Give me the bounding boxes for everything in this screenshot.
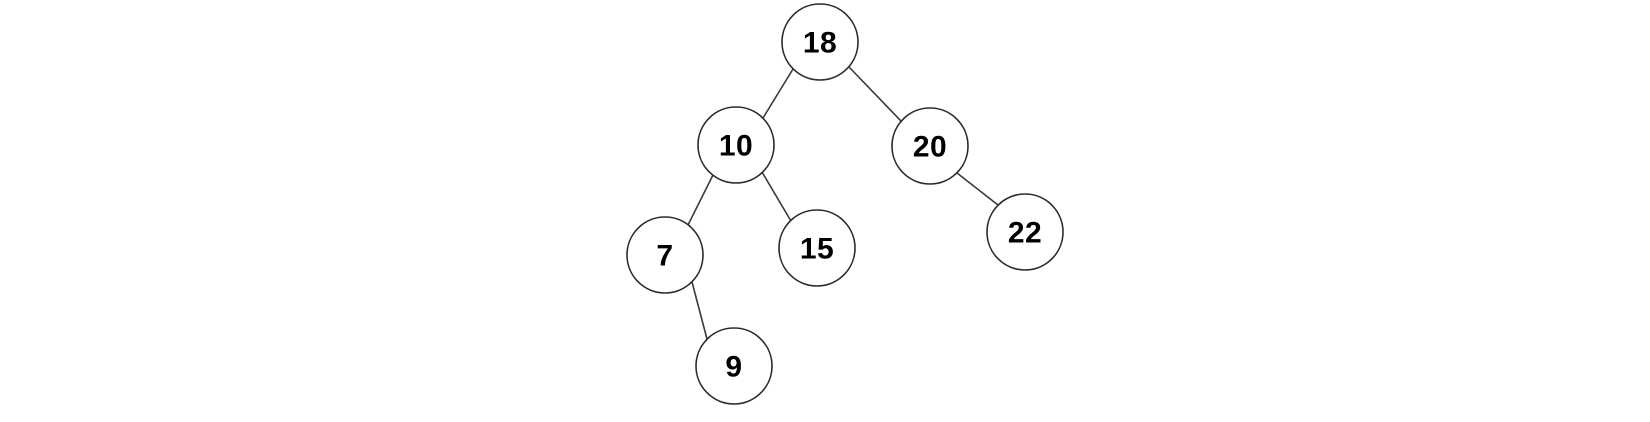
tree-node-label-20: 20 <box>913 131 947 164</box>
tree-node-circle-15[interactable] <box>778 209 856 287</box>
tree-node-circle-22[interactable] <box>986 193 1064 271</box>
edge-layer <box>687 66 999 340</box>
tree-edge-n18-to-n20 <box>848 66 902 122</box>
tree-edge-n10-to-n15 <box>761 171 792 222</box>
tree-edge-n10-to-n7 <box>687 174 714 226</box>
tree-node-circle-18[interactable] <box>781 3 859 81</box>
tree-node-label-7: 7 <box>656 240 673 273</box>
tree-node-label-10: 10 <box>719 130 753 163</box>
tree-node-20[interactable]: 20 <box>891 107 969 185</box>
tree-node-label-15: 15 <box>800 233 834 266</box>
tree-node-circle-7[interactable] <box>626 216 704 294</box>
tree-node-10[interactable]: 10 <box>697 106 775 184</box>
tree-node-22[interactable]: 22 <box>986 193 1064 271</box>
tree-node-18[interactable]: 18 <box>781 3 859 81</box>
tree-node-circle-9[interactable] <box>695 327 773 405</box>
tree-node-circle-10[interactable] <box>697 106 775 184</box>
tree-node-9[interactable]: 9 <box>695 327 773 405</box>
tree-edge-n18-to-n10 <box>762 68 794 119</box>
tree-node-label-9: 9 <box>725 351 742 384</box>
tree-edge-n20-to-n22 <box>956 172 999 206</box>
node-layer: 18 10 20 7 15 22 9 <box>626 3 1064 405</box>
tree-node-label-18: 18 <box>803 27 837 60</box>
tree-node-label-22: 22 <box>1008 217 1042 250</box>
tree-edge-n7-to-n9 <box>691 281 708 340</box>
tree-node-15[interactable]: 15 <box>778 209 856 287</box>
tree-node-7[interactable]: 7 <box>626 216 704 294</box>
tree-node-circle-20[interactable] <box>891 107 969 185</box>
